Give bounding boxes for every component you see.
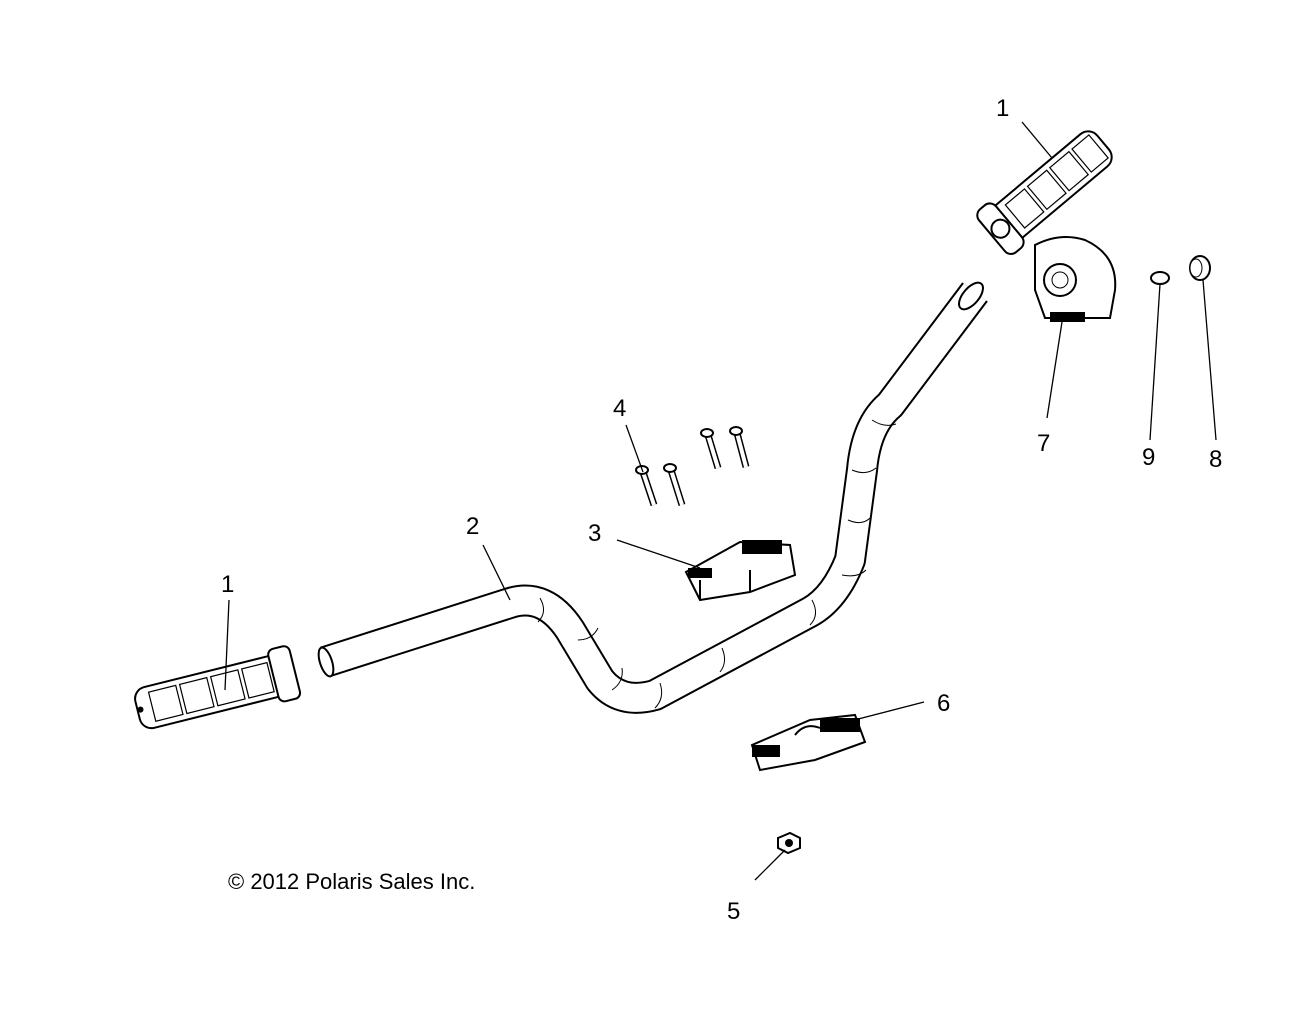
lower-clamp xyxy=(750,713,867,772)
callout-7: 7 xyxy=(1037,430,1050,457)
callout-5: 5 xyxy=(727,898,740,925)
bolts xyxy=(635,426,750,507)
callout-9: 9 xyxy=(1142,444,1155,471)
handlebar xyxy=(317,281,988,714)
nut xyxy=(777,831,801,855)
copyright-notice: © 2012 Polaris Sales Inc. xyxy=(228,869,475,894)
callout-2: 2 xyxy=(466,513,479,540)
callout-1-right: 1 xyxy=(996,95,1009,122)
grip-left xyxy=(134,645,302,730)
grip-right xyxy=(976,130,1113,255)
callout-6: 6 xyxy=(937,690,950,717)
plug xyxy=(1189,255,1211,281)
pad-block xyxy=(1034,235,1117,322)
callout-1-left: 1 xyxy=(221,571,234,598)
leader-lines xyxy=(224,121,1217,881)
callout-3: 3 xyxy=(588,520,601,547)
callout-4: 4 xyxy=(613,395,626,422)
screw xyxy=(1150,271,1170,285)
callout-8: 8 xyxy=(1209,446,1222,473)
upper-clamp xyxy=(684,540,797,602)
